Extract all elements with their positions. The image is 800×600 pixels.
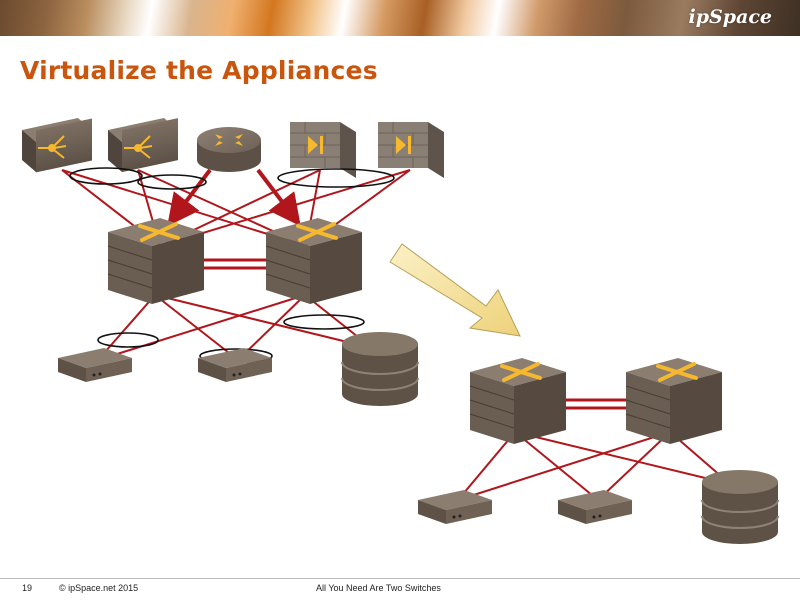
- copyright-text: © ipSpace.net 2015: [59, 583, 139, 593]
- right-links: [457, 431, 731, 501]
- load-balancer-icon: [38, 135, 67, 159]
- deck-title: All You Need Are Two Switches: [316, 583, 441, 593]
- storage-left: [341, 332, 419, 406]
- switch-right-1: [469, 358, 566, 444]
- ipspace-logo: ipSpace: [688, 6, 772, 28]
- server-left-1: [58, 348, 132, 382]
- link: [457, 431, 516, 501]
- switch-icon: [656, 362, 698, 382]
- firewall-icon: [396, 136, 411, 154]
- header-banner: ipSpace: [0, 0, 800, 36]
- footer-divider: [0, 578, 800, 579]
- switch-left-1: [107, 218, 204, 304]
- firewall-icon: [308, 136, 323, 154]
- router-icon: [215, 134, 243, 146]
- slide-title: Virtualize the Appliances: [20, 56, 378, 85]
- switch-left-2: [265, 218, 362, 304]
- router: [197, 127, 261, 172]
- load-balancer-1: [22, 118, 92, 173]
- left-interswitch-link: [200, 258, 268, 270]
- switch-icon: [500, 362, 542, 382]
- link: [97, 294, 156, 361]
- firewall-2: [378, 122, 444, 178]
- load-balancer-icon: [124, 135, 153, 159]
- switch-icon: [296, 222, 338, 242]
- page-number: 19: [22, 583, 33, 593]
- link: [154, 294, 373, 349]
- link: [457, 431, 671, 501]
- server-left-2: [198, 348, 272, 382]
- link: [597, 431, 671, 501]
- transition-arrow: [389, 243, 521, 337]
- storage-right: [701, 470, 779, 544]
- load-balancer-2: [108, 118, 178, 173]
- link: [514, 431, 599, 501]
- link: [97, 294, 306, 361]
- left-router-arrows: [167, 168, 301, 227]
- firewall-1: [290, 122, 356, 178]
- switch-right-2: [625, 358, 722, 444]
- right-interswitch-link: [560, 398, 628, 410]
- server-right-1: [418, 490, 492, 524]
- link: [514, 431, 731, 485]
- switch-icon: [138, 222, 180, 242]
- server-right-2: [558, 490, 632, 524]
